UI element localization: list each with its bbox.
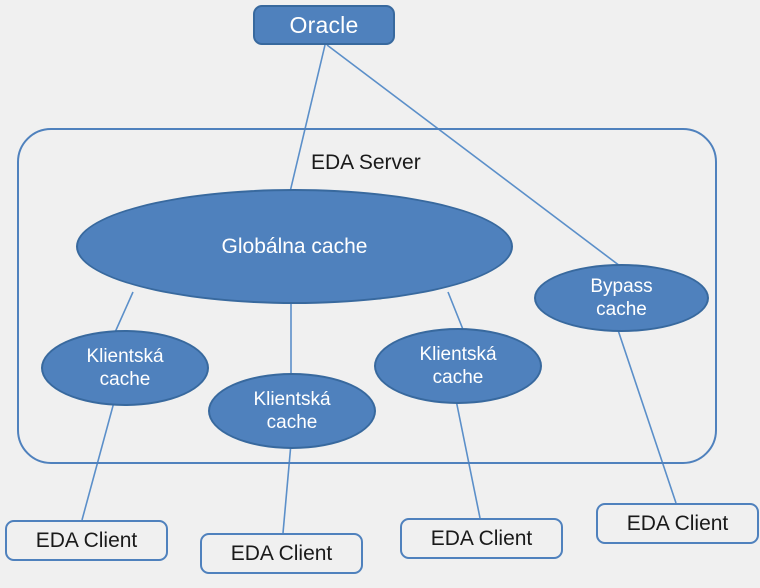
node-eda-client-2[interactable]: EDA Client	[200, 533, 363, 574]
node-label-line2-klientska-cache-2: cache	[266, 412, 318, 433]
node-label-eda-client-4: EDA Client	[626, 511, 729, 535]
connector-oracle-to-bypass-cache	[326, 44, 621, 267]
node-eda-client-3[interactable]: EDA Client	[400, 518, 563, 559]
node-label-line1-klientska-cache-2: Klientská	[253, 388, 331, 410]
eda-server-boundary	[17, 128, 717, 464]
node-label-globalna-cache: Globálna cache	[221, 234, 368, 258]
node-eda-client-1[interactable]: EDA Client	[5, 520, 168, 561]
node-label-oracle: Oracle	[289, 11, 359, 38]
eda-server-label: EDA Server	[311, 151, 421, 174]
node-label-eda-client-2: EDA Client	[230, 541, 333, 565]
node-label-line2-klientska-cache-1: cache	[99, 369, 151, 390]
node-eda-client-4[interactable]: EDA Client	[596, 503, 759, 544]
node-label-line1-bypass-cache: Bypass	[590, 275, 653, 297]
node-label-line2-bypass-cache: cache	[596, 299, 647, 320]
node-label-eda-client-3: EDA Client	[430, 526, 533, 550]
node-label-line2-klientska-cache-3: cache	[432, 367, 484, 388]
connector-bypass-cache-to-eda-client-4	[617, 329, 677, 504]
node-oracle[interactable]: Oracle	[253, 5, 395, 45]
node-label-line1-klientska-cache-3: Klientská	[419, 343, 497, 365]
connector-klientska-cache-3-to-eda-client-3	[454, 394, 481, 519]
connector-oracle-to-globalna-cache	[289, 44, 326, 193]
node-globalna-cache[interactable]: Globálna cache	[76, 189, 513, 304]
node-label-line1-klientska-cache-1: Klientská	[86, 345, 164, 367]
node-label-eda-client-1: EDA Client	[35, 528, 138, 552]
